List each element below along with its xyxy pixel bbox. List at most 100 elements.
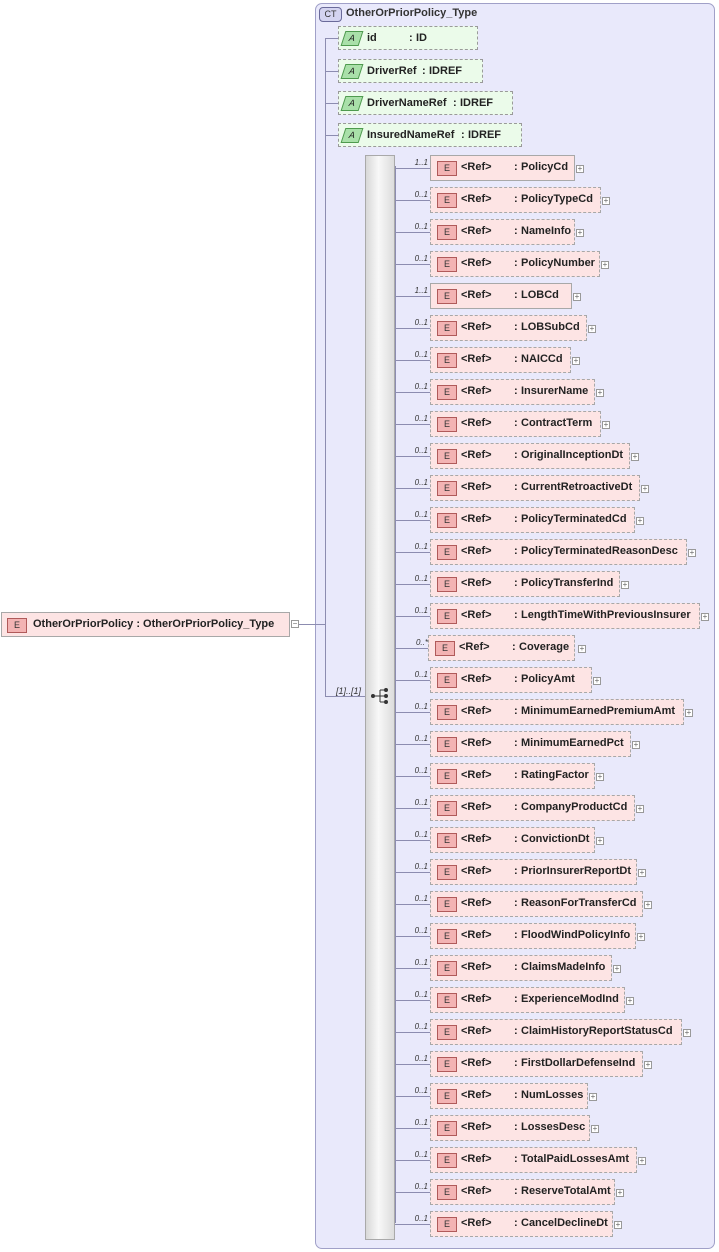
element-connector-line xyxy=(395,1000,430,1001)
element-policytypecd[interactable] xyxy=(430,187,601,213)
expand-icon[interactable]: + xyxy=(685,708,693,717)
element-name: FloodWindPolicyInfo xyxy=(521,929,631,941)
expand-icon[interactable]: + xyxy=(616,1188,624,1197)
element-totalpaidlossesamt[interactable] xyxy=(430,1147,637,1173)
expand-icon[interactable]: + xyxy=(596,836,604,845)
element-cardinality: 0..1 xyxy=(414,1182,428,1191)
element-policyamt[interactable] xyxy=(430,667,592,693)
expand-icon[interactable]: + xyxy=(632,740,640,749)
expand-icon[interactable]: + xyxy=(636,516,644,525)
element-priorinsurerreportdt[interactable] xyxy=(430,859,637,885)
element-ref-label: <Ref> xyxy=(461,385,492,397)
element-reasonfortransfercd[interactable] xyxy=(430,891,643,917)
element-contractterm[interactable] xyxy=(430,411,601,437)
expand-icon[interactable]: + xyxy=(573,292,581,301)
expand-icon[interactable]: + xyxy=(626,996,634,1005)
element-cardinality: 0..1 xyxy=(414,1118,428,1127)
expand-icon[interactable]: + xyxy=(638,1156,646,1165)
expand-icon[interactable]: + xyxy=(636,804,644,813)
element-ref-label: <Ref> xyxy=(461,833,492,845)
element-insurername[interactable] xyxy=(430,379,595,405)
expand-icon[interactable]: + xyxy=(631,452,639,461)
element-badge: E xyxy=(437,897,457,912)
element-connector-line xyxy=(395,712,430,713)
expand-icon[interactable]: + xyxy=(614,1220,622,1229)
expand-icon[interactable]: + xyxy=(613,964,621,973)
root-element-separator: : xyxy=(133,618,144,630)
root-element[interactable] xyxy=(1,612,290,637)
element-badge: E xyxy=(437,1057,457,1072)
element-name: PriorInsurerReportDt xyxy=(521,865,632,877)
element-policycd[interactable] xyxy=(430,155,575,181)
element-badge: E xyxy=(437,705,457,720)
element-badge: E xyxy=(437,161,457,176)
expand-icon[interactable]: + xyxy=(602,196,610,205)
element-firstdollardefenseind[interactable] xyxy=(430,1051,643,1077)
expand-icon[interactable]: + xyxy=(576,228,584,237)
element-currentretroactivedt[interactable] xyxy=(430,475,640,501)
element-canceldeclinedt[interactable] xyxy=(430,1211,613,1237)
element-badge: E xyxy=(437,801,457,816)
element-separator: : xyxy=(514,545,518,557)
expand-icon[interactable]: + xyxy=(589,1092,597,1101)
expand-icon[interactable]: + xyxy=(601,260,609,269)
element-policytransferind[interactable] xyxy=(430,571,620,597)
element-name: NameInfo xyxy=(521,225,572,237)
expand-icon[interactable]: + xyxy=(596,388,604,397)
element-separator: : xyxy=(514,801,518,813)
element-lossesdesc[interactable] xyxy=(430,1115,590,1141)
expand-icon[interactable]: + xyxy=(578,644,586,653)
expand-icon[interactable]: + xyxy=(576,164,584,173)
sequence-icon[interactable] xyxy=(370,688,390,704)
element-policyterminatedcd[interactable] xyxy=(430,507,635,533)
element-separator: : xyxy=(514,1185,518,1197)
expand-icon[interactable]: + xyxy=(644,1060,652,1069)
element-policyterminatedreasondesc[interactable] xyxy=(430,539,687,565)
element-experiencemodind[interactable] xyxy=(430,987,625,1013)
element-floodwindpolicyinfo[interactable] xyxy=(430,923,636,949)
element-cardinality: 0..1 xyxy=(414,190,428,199)
element-badge: E xyxy=(437,1217,457,1232)
element-cardinality: 0..1 xyxy=(414,862,428,871)
element-name: MinimumEarnedPct xyxy=(521,737,624,749)
element-claimhistoryreportstatuscd[interactable] xyxy=(430,1019,682,1045)
element-minimumearnedpremiumamt[interactable] xyxy=(430,699,684,725)
element-policynumber[interactable] xyxy=(430,251,600,277)
element-minimumearnedpct[interactable] xyxy=(430,731,631,757)
root-element-label: OtherOrPriorPolicy : OtherOrPriorPolicy_… xyxy=(33,618,274,631)
element-reservetotalamt[interactable] xyxy=(430,1179,615,1205)
expand-icon[interactable]: + xyxy=(637,932,645,941)
attribute-drivernameref[interactable] xyxy=(338,91,513,115)
element-ref-label: <Ref> xyxy=(461,865,492,877)
attribute-id[interactable] xyxy=(338,26,478,50)
expand-icon[interactable]: + xyxy=(596,772,604,781)
element-ref-label: <Ref> xyxy=(461,673,492,685)
element-ratingfactor[interactable] xyxy=(430,763,595,789)
attribute-insurednameref[interactable] xyxy=(338,123,522,147)
element-separator: : xyxy=(514,897,518,909)
expand-icon[interactable]: + xyxy=(641,484,649,493)
element-originalinceptiondt[interactable] xyxy=(430,443,630,469)
expand-icon[interactable]: + xyxy=(588,324,596,333)
element-lengthtimewithpreviousinsurer[interactable] xyxy=(430,603,700,629)
attribute-driverref[interactable] xyxy=(338,59,483,83)
expand-icon[interactable]: + xyxy=(591,1124,599,1133)
expand-icon[interactable]: + xyxy=(602,420,610,429)
element-badge: E xyxy=(437,1025,457,1040)
expand-icon[interactable]: + xyxy=(701,612,709,621)
element-cardinality: 0..1 xyxy=(414,222,428,231)
expand-icon[interactable]: + xyxy=(621,580,629,589)
root-collapse-icon[interactable]: − xyxy=(291,619,299,628)
element-separator: : xyxy=(514,1089,518,1101)
expand-icon[interactable]: + xyxy=(593,676,601,685)
expand-icon[interactable]: + xyxy=(688,548,696,557)
element-companyproductcd[interactable] xyxy=(430,795,635,821)
element-cardinality: 0..1 xyxy=(414,702,428,711)
element-convictiondt[interactable] xyxy=(430,827,595,853)
expand-icon[interactable]: + xyxy=(683,1028,691,1037)
expand-icon[interactable]: + xyxy=(644,900,652,909)
element-separator: : xyxy=(514,289,518,301)
element-claimsmadeinfo[interactable] xyxy=(430,955,612,981)
expand-icon[interactable]: + xyxy=(572,356,580,365)
expand-icon[interactable]: + xyxy=(638,868,646,877)
